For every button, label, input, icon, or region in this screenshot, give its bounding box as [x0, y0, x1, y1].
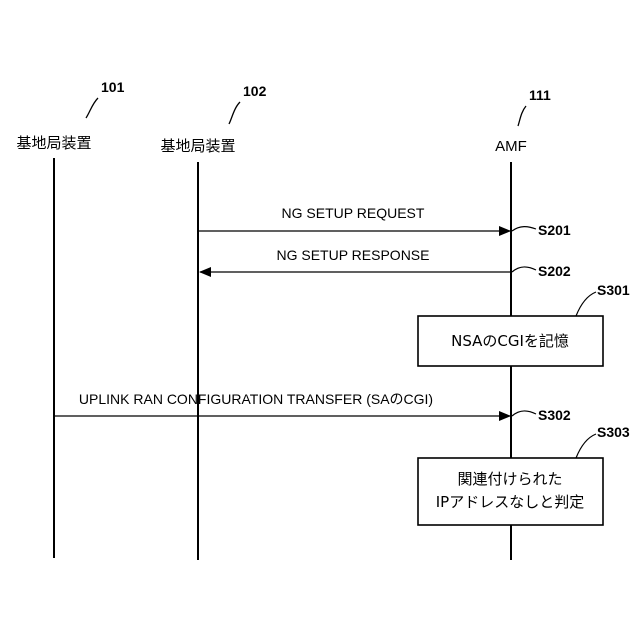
process-s303-text-line1: 関連付けられた — [457, 470, 562, 488]
message-s201: NG SETUP REQUEST S201 — [198, 205, 571, 238]
entity-101-ref: 101 — [101, 79, 125, 95]
entity-111-leader — [518, 106, 526, 126]
entity-111-name: AMF — [495, 138, 527, 155]
message-s302-step: S302 — [538, 407, 571, 423]
message-s302: UPLINK RAN CONFIGURATION TRANSFER (SAのCG… — [54, 391, 571, 423]
process-s303-box — [418, 458, 603, 525]
process-s303-step: S303 — [597, 424, 630, 440]
message-s202-step: S202 — [538, 263, 571, 279]
entity-102-ref: 102 — [243, 83, 267, 99]
entity-101: 101 基地局装置 — [16, 79, 124, 558]
message-s302-step-leader — [512, 411, 536, 416]
process-s301-step-leader — [576, 292, 596, 316]
message-s202-step-leader — [512, 267, 536, 272]
message-s302-label: UPLINK RAN CONFIGURATION TRANSFER (SAのCG… — [79, 391, 433, 407]
message-s201-label: NG SETUP REQUEST — [282, 205, 425, 221]
message-s202-label: NG SETUP RESPONSE — [276, 247, 429, 263]
process-s303: S303 関連付けられた IPアドレスなしと判定 — [418, 424, 630, 525]
process-s301-step: S301 — [597, 282, 630, 298]
process-s303-step-leader — [576, 434, 596, 458]
entity-102-name: 基地局装置 — [160, 137, 235, 155]
message-s202: NG SETUP RESPONSE S202 — [200, 247, 571, 279]
process-s301-text: NSAのCGIを記憶 — [451, 332, 569, 350]
process-s303-text-line2: IPアドレスなしと判定 — [436, 493, 584, 511]
entity-101-leader — [86, 98, 98, 118]
entity-101-name: 基地局装置 — [16, 134, 91, 152]
message-s201-step: S201 — [538, 222, 571, 238]
entity-102-leader — [229, 102, 240, 124]
entity-102: 102 基地局装置 — [160, 83, 266, 560]
message-s201-step-leader — [512, 227, 536, 231]
entity-111-ref: 111 — [529, 87, 551, 103]
process-s301: S301 NSAのCGIを記憶 — [418, 282, 630, 366]
